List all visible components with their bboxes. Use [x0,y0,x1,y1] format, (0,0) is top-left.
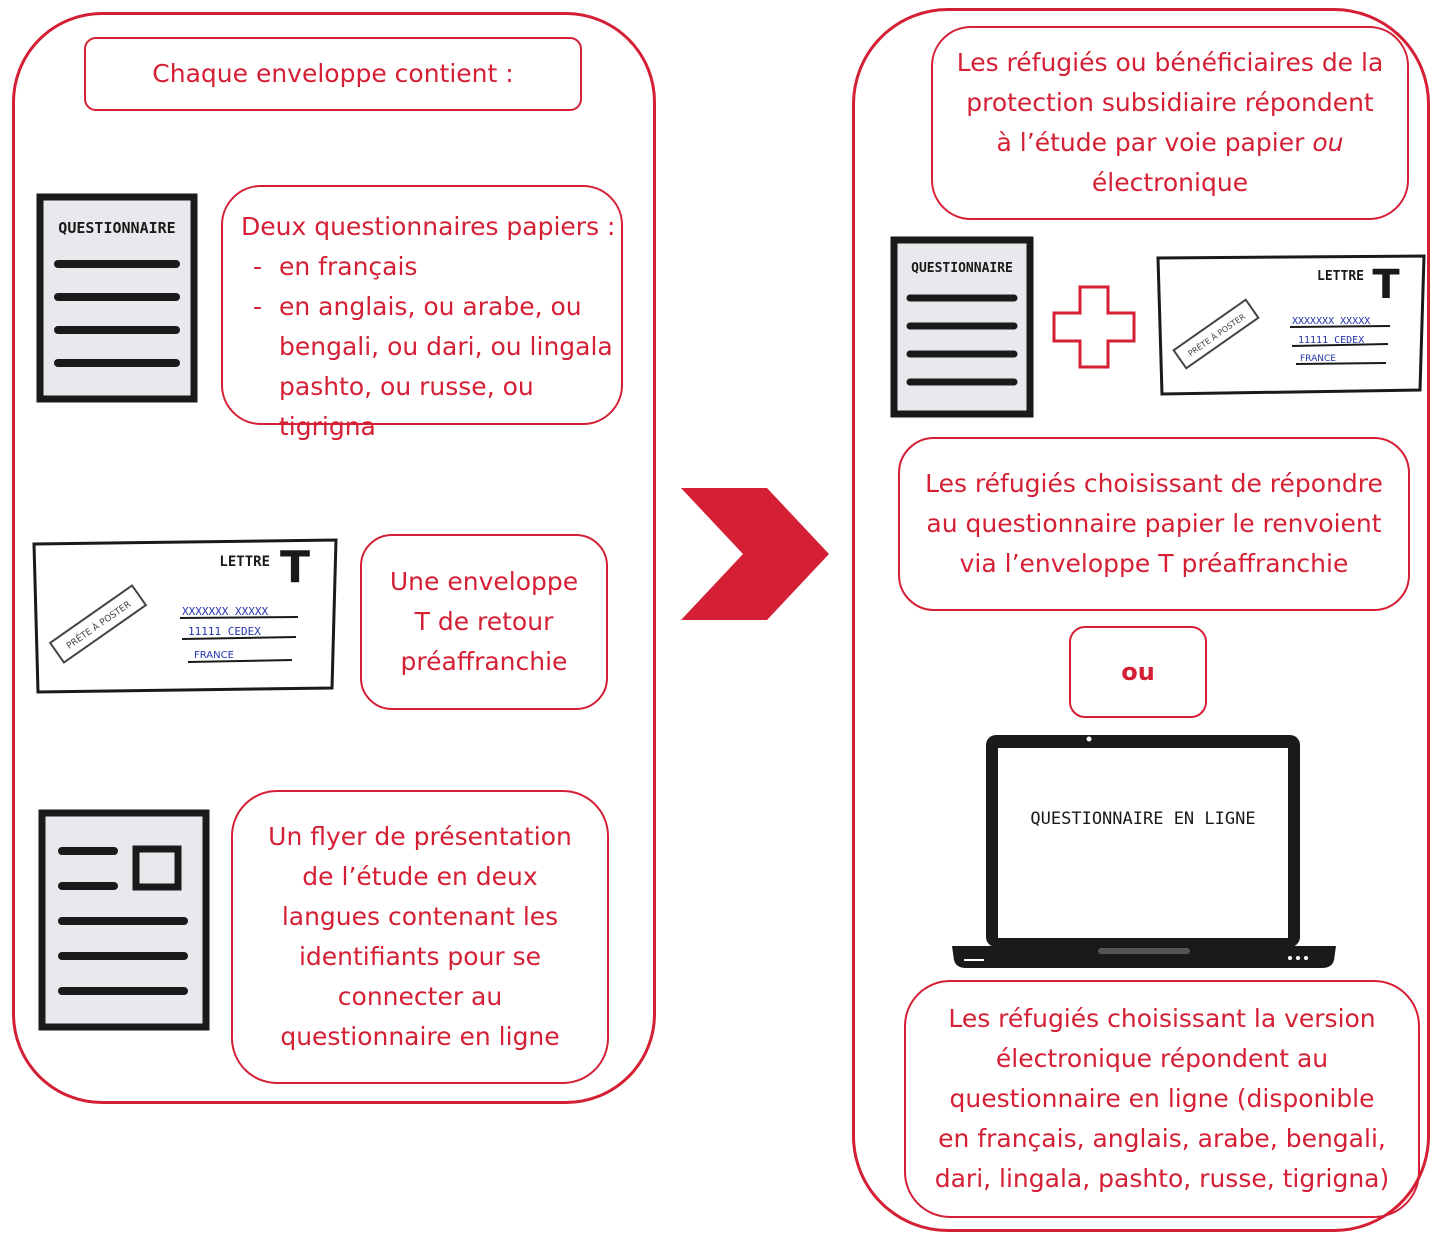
laptop-screen-text: QUESTIONNAIRE EN LIGNE [1030,809,1255,829]
questionnaire-label: QUESTIONNAIRE [58,219,175,237]
list-item: en anglais, ou arabe, ou bengali, ou dar… [241,287,621,447]
envelope-address-3: FRANCE [1300,354,1336,364]
left-header-text: Chaque enveloppe contient : [152,59,514,88]
questionnaire-label: QUESTIONNAIRE [911,261,1013,276]
envelope-big-letter: T [1372,262,1400,308]
questionnaires-title: Deux questionnaires papiers : [241,212,616,241]
or-label: ou [1121,658,1155,686]
envelope-address-2: 11111 CEDEX [1298,335,1364,346]
flyer-icon [38,809,210,1031]
envelope-address-2: 11111 CEDEX [188,625,261,638]
chevron-right-icon [681,488,829,620]
flyer-box: Un flyer de présentation de l’étude en d… [231,790,609,1084]
online-response-text: Les réfugiés choisissant la version élec… [934,1004,1390,1193]
paper-response-box: Les réfugiés choisissant de répondre au … [898,437,1410,611]
right-header-line: électronique [1091,168,1249,197]
paper-response-text: Les réfugiés choisissant de répondre au … [925,469,1383,578]
envelope-icon: LETTRE T PRÊTE À POSTER XXXXXXX XXXXX 11… [1154,252,1428,398]
left-panel [12,12,656,1104]
plus-icon [1052,285,1136,369]
laptop-icon: QUESTIONNAIRE EN LIGNE [950,732,1338,970]
envelope-address-1: XXXXXXX XXXXX [182,605,268,618]
questionnaires-box: Deux questionnaires papiers : en françai… [221,185,623,441]
envelope-icon: LETTRE T PRÊTE À POSTER XXXXXXX XXXXX 11… [30,536,340,696]
envelope-title: LETTRE [1317,269,1364,284]
questionnaire-icon: QUESTIONNAIRE [36,193,198,403]
left-header-box: Chaque enveloppe contient : [84,37,582,111]
right-header-box: Les réfugiés ou bénéficiaires de la prot… [931,26,1409,220]
envelope-address-1: XXXXXXX XXXXX [1292,316,1370,327]
online-response-box: Les réfugiés choisissant la version élec… [904,980,1420,1218]
flyer-box-text: Un flyer de présentation de l’étude en d… [268,822,572,1051]
right-header-line: protection subsidiaire répondent [966,88,1374,117]
envelope-address-3: FRANCE [194,650,234,661]
right-header-line: à l’étude par voie papier ou [957,123,1384,163]
right-header-line-part: à l’étude par voie papier [996,128,1313,157]
right-header-emphasis: ou [1312,128,1344,157]
right-panel [852,8,1430,1232]
or-box: ou [1069,626,1207,718]
questionnaires-list: en français en anglais, ou arabe, ou ben… [241,247,621,447]
questionnaire-icon: QUESTIONNAIRE [890,236,1034,418]
list-item: en français [241,247,621,287]
right-header-text: Les réfugiés ou bénéficiaires de la prot… [957,43,1384,203]
envelope-box-text: Une enveloppe T de retour préaffranchie [389,567,579,676]
right-header-line: Les réfugiés ou bénéficiaires de la [956,48,1384,77]
envelope-title: LETTRE [219,554,270,570]
envelope-box: Une enveloppe T de retour préaffranchie [360,534,608,710]
envelope-big-letter: T [280,542,310,593]
